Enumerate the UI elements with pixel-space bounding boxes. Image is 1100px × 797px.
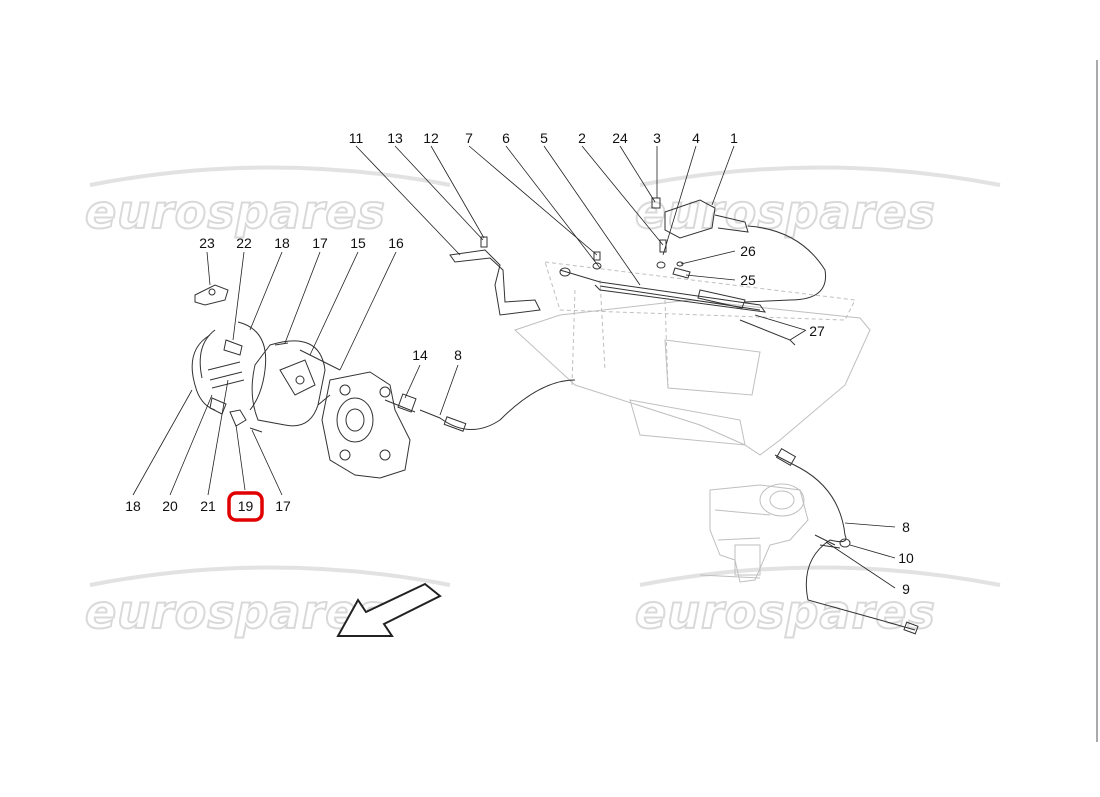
callout-17-bottom[interactable]: 17	[275, 498, 291, 514]
callout-23[interactable]: 23	[199, 235, 215, 251]
callout-7[interactable]: 7	[465, 130, 473, 146]
callout-3[interactable]: 3	[653, 130, 661, 146]
adjuster-clip	[194, 284, 229, 306]
callout-12[interactable]: 12	[423, 130, 439, 146]
callout-16[interactable]: 16	[388, 235, 404, 251]
watermark-bottom-right: eurospares	[634, 565, 1001, 640]
rear-cable-left	[384, 379, 576, 432]
callout-labels: 11 13 12 7 6 5 2 24 3 4 1 26 25 27 23 22…	[125, 130, 914, 597]
svg-text:eurospares: eurospares	[85, 185, 386, 239]
svg-text:eurospares: eurospares	[635, 585, 936, 639]
direction-arrow	[336, 582, 442, 637]
callout-21[interactable]: 21	[200, 498, 216, 514]
callout-1[interactable]: 1	[730, 130, 738, 146]
watermark-top-right: eurospares	[634, 165, 1001, 240]
callout-5[interactable]: 5	[540, 130, 548, 146]
watermark-bottom-left: eurospares	[84, 565, 451, 640]
callout-2[interactable]: 2	[578, 130, 586, 146]
watermark-top-left: eurospares	[84, 165, 451, 240]
rear-subframe-outline	[699, 483, 809, 583]
callout-18-top[interactable]: 18	[274, 235, 290, 251]
callout-11[interactable]: 11	[349, 130, 364, 146]
callout-10[interactable]: 10	[898, 550, 914, 566]
callout-17-top[interactable]: 17	[312, 235, 328, 251]
callout-20[interactable]: 20	[162, 498, 178, 514]
callout-25[interactable]: 25	[740, 272, 756, 288]
callout-19-highlight	[227, 491, 264, 522]
callout-8-right[interactable]: 8	[902, 519, 910, 535]
callout-4[interactable]: 4	[692, 130, 700, 146]
callout-6[interactable]: 6	[502, 130, 510, 146]
svg-text:eurospares: eurospares	[635, 185, 936, 239]
callout-13[interactable]: 13	[387, 130, 403, 146]
callout-8-left[interactable]: 8	[454, 347, 462, 363]
floor-pan-outline	[514, 261, 871, 456]
callout-15[interactable]: 15	[350, 235, 366, 251]
leader-lines	[132, 145, 896, 589]
callout-19[interactable]: 19	[238, 498, 254, 514]
cable-equalizer-rod	[559, 251, 796, 346]
callout-14[interactable]: 14	[412, 347, 428, 363]
callout-22[interactable]: 22	[236, 235, 252, 251]
callout-9[interactable]: 9	[902, 581, 910, 597]
callout-26[interactable]: 26	[740, 243, 756, 259]
callout-24[interactable]: 24	[612, 130, 628, 146]
rear-cable-right	[774, 447, 919, 635]
mounting-bracket	[449, 236, 541, 316]
brake-backing-plate	[251, 340, 341, 427]
shoe-hold-down	[229, 342, 289, 433]
callout-27[interactable]: 27	[809, 323, 825, 339]
svg-text:eurospares: eurospares	[85, 585, 386, 639]
hub-carrier	[321, 371, 411, 479]
callout-18-bottom[interactable]: 18	[125, 498, 141, 514]
